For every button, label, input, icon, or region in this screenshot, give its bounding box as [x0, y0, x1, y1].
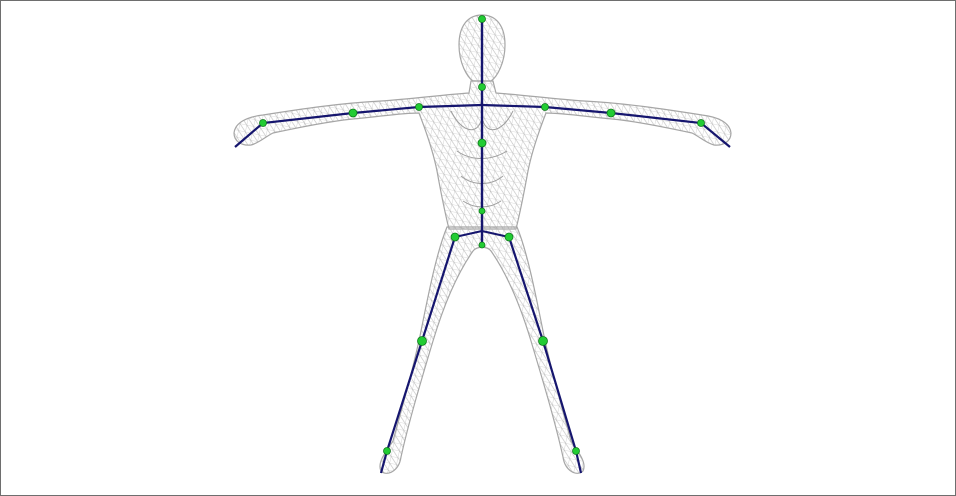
joint-right-ankle[interactable] [573, 448, 580, 455]
joint-pelvis[interactable] [479, 242, 485, 248]
joint-left-wrist[interactable] [260, 120, 267, 127]
joint-neck[interactable] [479, 84, 486, 91]
joint-right-knee[interactable] [539, 337, 548, 346]
joint-right-wrist[interactable] [698, 120, 705, 127]
joint-spine-mid[interactable] [479, 208, 485, 214]
joint-left-knee[interactable] [418, 337, 427, 346]
joint-right-shoulder[interactable] [542, 104, 549, 111]
joint-left-hip[interactable] [451, 233, 459, 241]
skeleton-rig[interactable] [235, 16, 730, 474]
joint-left-elbow[interactable] [349, 109, 357, 117]
legs-mesh [380, 227, 584, 473]
joint-spine-upper[interactable] [478, 139, 486, 147]
joint-right-elbow[interactable] [607, 109, 615, 117]
joint-head-top[interactable] [479, 16, 486, 23]
left-leg-bone [381, 237, 455, 473]
joint-right-hip[interactable] [505, 233, 513, 241]
joint-left-shoulder[interactable] [416, 104, 423, 111]
joint-left-ankle[interactable] [384, 448, 391, 455]
